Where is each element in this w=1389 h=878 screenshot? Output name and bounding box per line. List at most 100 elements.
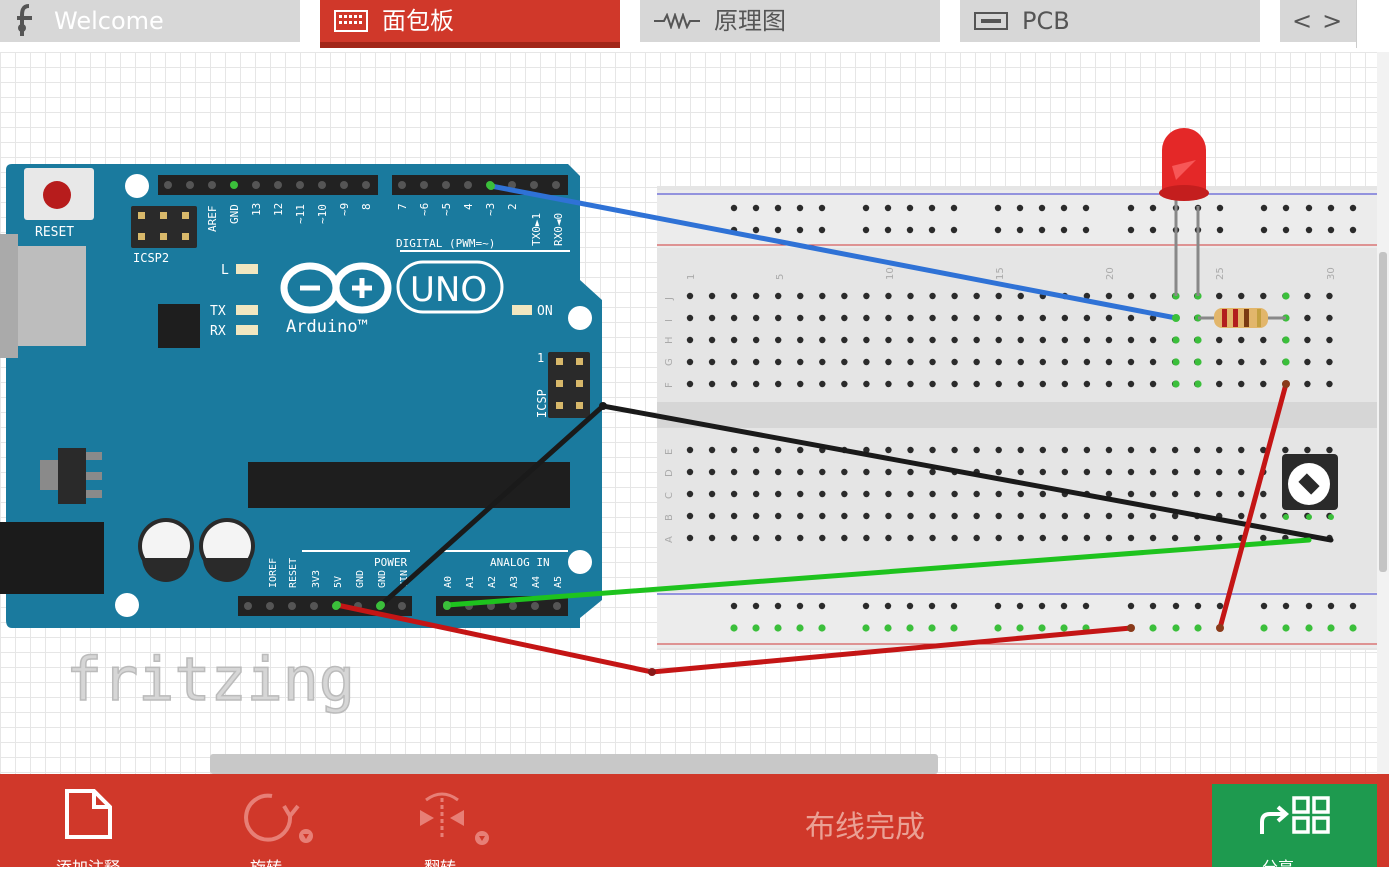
flip-button[interactable]: 翻转 xyxy=(380,774,500,877)
pin-label: 13 xyxy=(250,203,263,216)
rotate-icon xyxy=(244,793,313,843)
tx-label: TX xyxy=(210,304,226,319)
pin-label: VIN xyxy=(399,570,410,588)
icsp-label: ICSP xyxy=(535,389,549,418)
bb-row-h: H xyxy=(664,336,675,344)
bb-col-25: 25 xyxy=(1215,267,1226,280)
pin-label: A3 xyxy=(509,576,520,588)
pin-label: ~9 xyxy=(338,203,351,216)
horizontal-scroll-thumb[interactable] xyxy=(210,754,938,774)
on-label: ON xyxy=(537,304,553,319)
tab-pcb[interactable]: PCB xyxy=(960,0,1260,42)
gnd-label: GND xyxy=(228,204,241,224)
tab-label: 原理图 xyxy=(714,7,786,35)
breadboard[interactable]: J I H G F E D C B A 1 5 10 15 20 25 30 xyxy=(657,186,1377,650)
pin-label: RESET xyxy=(288,558,299,588)
tab-schematic[interactable]: 原理图 xyxy=(640,0,940,42)
pin-label: 4 xyxy=(462,203,475,210)
pin-label: IOREF xyxy=(268,558,279,588)
bb-row-g: G xyxy=(664,358,675,366)
led-l-label: L xyxy=(221,263,229,278)
wire-blue xyxy=(488,183,1179,321)
red-led[interactable] xyxy=(1159,128,1209,296)
add-note-button[interactable]: 添加注释 xyxy=(28,774,148,877)
tab-welcome[interactable]: Welcome xyxy=(0,0,300,42)
bb-row-a: A xyxy=(664,536,675,543)
icsp-pin1-label: 1 xyxy=(537,351,544,365)
pin-label: TX0►1 xyxy=(530,213,543,246)
pin-label: 3V3 xyxy=(311,570,322,588)
bb-row-c: C xyxy=(664,492,675,499)
bb-row-d: D xyxy=(664,469,675,477)
pin-label: ~10 xyxy=(316,204,329,224)
wire-red-2 xyxy=(1217,381,1289,631)
bb-col-5: 5 xyxy=(775,274,786,280)
arduino-logo xyxy=(280,260,504,314)
potentiometer[interactable] xyxy=(1282,454,1338,520)
bb-col-15: 15 xyxy=(995,267,1006,280)
pin-label: RX0◄0 xyxy=(552,213,565,246)
breadboard-row-labels: J I H G F E D C B A 1 5 10 15 20 25 30 xyxy=(664,267,1337,543)
pin-label: A0 xyxy=(443,576,454,588)
pin-label: A1 xyxy=(465,576,476,588)
uno-logo-text: UNO xyxy=(410,270,487,310)
pin-label: ~3 xyxy=(484,203,497,216)
routing-status: 布线完成 xyxy=(805,810,925,845)
bb-row-b: B xyxy=(664,514,675,521)
breadboard-canvas[interactable]: J I H G F E D C B A 1 5 10 15 20 25 30 xyxy=(0,52,1377,774)
tab-panel-toggle[interactable] xyxy=(1356,0,1377,48)
pin-label: GND xyxy=(377,570,388,588)
rotate-label: 旋转 xyxy=(249,858,282,877)
breadboard-icon xyxy=(334,10,368,32)
tab-label: PCB xyxy=(1022,7,1070,35)
fritzing-watermark: fritzing xyxy=(66,645,355,715)
fritzing-f-icon xyxy=(17,4,32,36)
tab-bar: Welcome 面包板 原理图 PCB < > xyxy=(0,0,1389,52)
pin-label: 8 xyxy=(360,203,373,210)
share-button[interactable]: 分享 xyxy=(1212,784,1377,877)
pin-label: 2 xyxy=(506,203,519,210)
bb-row-i: I xyxy=(664,319,675,322)
pin-label: ~5 xyxy=(440,203,453,216)
tab-breadboard[interactable]: 面包板 xyxy=(320,0,620,48)
pin-label: A5 xyxy=(553,576,564,588)
tab-label: 面包板 xyxy=(382,7,454,35)
bb-col-10: 10 xyxy=(885,267,896,280)
pin-label: A4 xyxy=(531,576,542,588)
pin-label: GND xyxy=(355,570,366,588)
share-icon xyxy=(1260,796,1330,834)
icsp2-label: ICSP2 xyxy=(133,251,169,265)
pin-label: ~11 xyxy=(294,204,307,224)
tab-scroll-right-icon[interactable]: > xyxy=(1322,7,1343,35)
pin-label: ~6 xyxy=(418,203,431,216)
note-icon xyxy=(65,789,112,839)
bb-row-e: E xyxy=(664,449,675,455)
rx-label: RX xyxy=(210,324,226,339)
vertical-scroll-thumb[interactable] xyxy=(1379,252,1387,572)
bb-row-j: J xyxy=(664,297,675,301)
bb-col-20: 20 xyxy=(1105,267,1116,280)
reset-label: RESET xyxy=(35,225,74,240)
pin-label: 7 xyxy=(396,203,409,210)
flip-label: 翻转 xyxy=(423,858,456,877)
vertical-scrollbar[interactable] xyxy=(1377,52,1389,774)
arduino-uno-board[interactable]: RESET ICSP2 AREF GND 13 12 ~11 xyxy=(0,164,602,628)
aref-label: AREF xyxy=(206,206,219,233)
bb-row-f: F xyxy=(664,382,675,388)
circuit-scene: J I H G F E D C B A 1 5 10 15 20 25 30 xyxy=(0,128,1377,716)
pin-label: 12 xyxy=(272,203,285,216)
power-label: POWER xyxy=(374,556,407,569)
resistor-icon xyxy=(654,13,700,29)
rotate-button[interactable]: 旋转 xyxy=(206,774,326,877)
bottom-toolbar: 添加注释 旋转 翻转 布线完成 分享 xyxy=(0,774,1389,877)
bb-col-1: 1 xyxy=(686,274,697,280)
share-label: 分享 xyxy=(1262,858,1295,877)
resistor[interactable] xyxy=(1198,308,1286,328)
tab-scroll-left-icon[interactable]: < xyxy=(1292,7,1313,35)
flip-icon xyxy=(420,792,489,845)
tab-overflow[interactable]: < > xyxy=(1280,0,1356,42)
wires[interactable] xyxy=(333,182,1334,676)
atmega-chip xyxy=(248,462,570,508)
digital-label: DIGITAL (PWM=~) xyxy=(396,237,495,250)
arduino-brand: Arduino™ xyxy=(286,317,368,337)
